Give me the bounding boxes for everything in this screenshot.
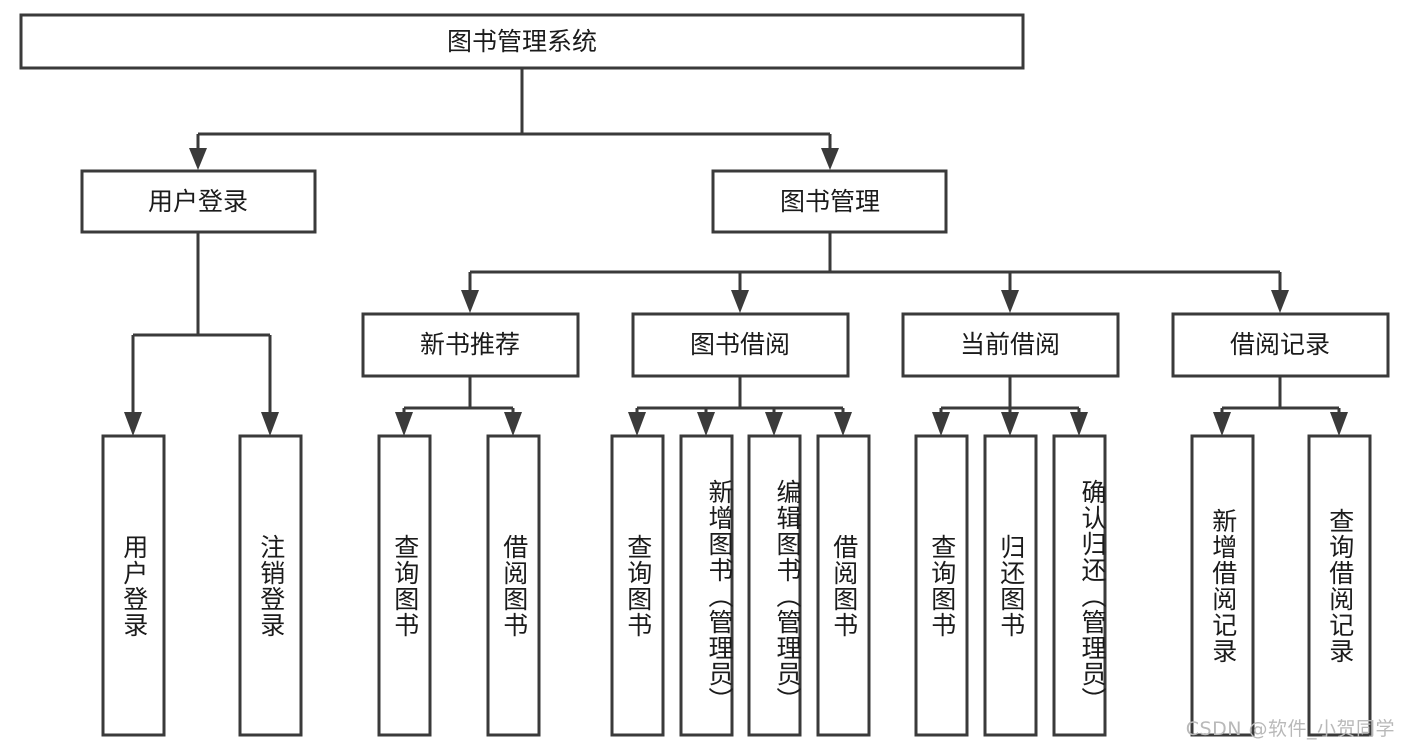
leaf-logout-login-box[interactable] [238, 434, 303, 737]
arrow-cb-leaf-3 [1070, 412, 1088, 436]
leaf-add-book-box[interactable] [679, 434, 734, 737]
node-book-borrow-box[interactable] [631, 312, 850, 378]
arrow-br-leaf-2 [1330, 412, 1348, 436]
node-root-box[interactable] [19, 13, 1025, 70]
node-book-borrow-label: 图书借阅 [690, 330, 790, 359]
node-root-label: 图书管理系统 [447, 27, 597, 56]
arrow-user-login-leaf-2 [261, 412, 279, 436]
node-user-login-label: 用户登录 [148, 187, 248, 216]
leaf-edit-book-box[interactable] [747, 434, 802, 737]
arrow-nbr-leaf-2 [504, 412, 522, 436]
csdn-watermark: CSDN @软件_小贺同学 [1185, 718, 1395, 740]
leaf-query-book-3-box[interactable] [914, 434, 969, 737]
node-current-borrow-label: 当前借阅 [960, 330, 1060, 359]
arrow-to-new-book-recommend [461, 290, 479, 313]
leaf-borrow-book-1-box[interactable] [486, 434, 541, 737]
leaf-confirm-return-box[interactable] [1052, 434, 1107, 737]
arrow-cb-leaf-1 [932, 412, 950, 436]
arrow-cb-leaf-2 [1001, 412, 1019, 436]
arrow-to-book-borrow [731, 290, 749, 313]
arrow-root-to-user-login [189, 148, 207, 170]
node-borrow-record-label: 借阅记录 [1230, 330, 1330, 359]
arrow-br-leaf-1 [1213, 412, 1231, 436]
node-book-manage-label: 图书管理 [780, 187, 880, 216]
leaf-user-login-box[interactable] [101, 434, 166, 737]
arrow-to-borrow-record [1271, 290, 1289, 313]
arrow-user-login-leaf-1 [124, 412, 142, 436]
leaf-query-record-box[interactable] [1307, 434, 1372, 737]
leaf-borrow-book-2-box[interactable] [816, 434, 871, 737]
arrow-root-to-book-manage [821, 148, 839, 170]
leaf-query-book-1-box[interactable] [377, 434, 432, 737]
arrow-bb-leaf-4 [834, 412, 852, 436]
arrow-bb-leaf-3 [765, 412, 783, 436]
node-borrow-record-box[interactable] [1171, 312, 1390, 378]
arrow-bb-leaf-1 [628, 412, 646, 436]
arrow-bb-leaf-2 [697, 412, 715, 436]
node-book-manage-box[interactable] [711, 169, 948, 234]
node-new-book-recommend-box[interactable] [361, 312, 580, 378]
node-current-borrow-box[interactable] [901, 312, 1120, 378]
leaf-add-record-box[interactable] [1190, 434, 1255, 737]
arrow-to-current-borrow [1001, 290, 1019, 313]
leaf-query-book-2-box[interactable] [610, 434, 665, 737]
node-new-book-recommend-label: 新书推荐 [420, 330, 520, 359]
arrow-nbr-leaf-1 [395, 412, 413, 436]
leaf-return-book-box[interactable] [983, 434, 1038, 737]
